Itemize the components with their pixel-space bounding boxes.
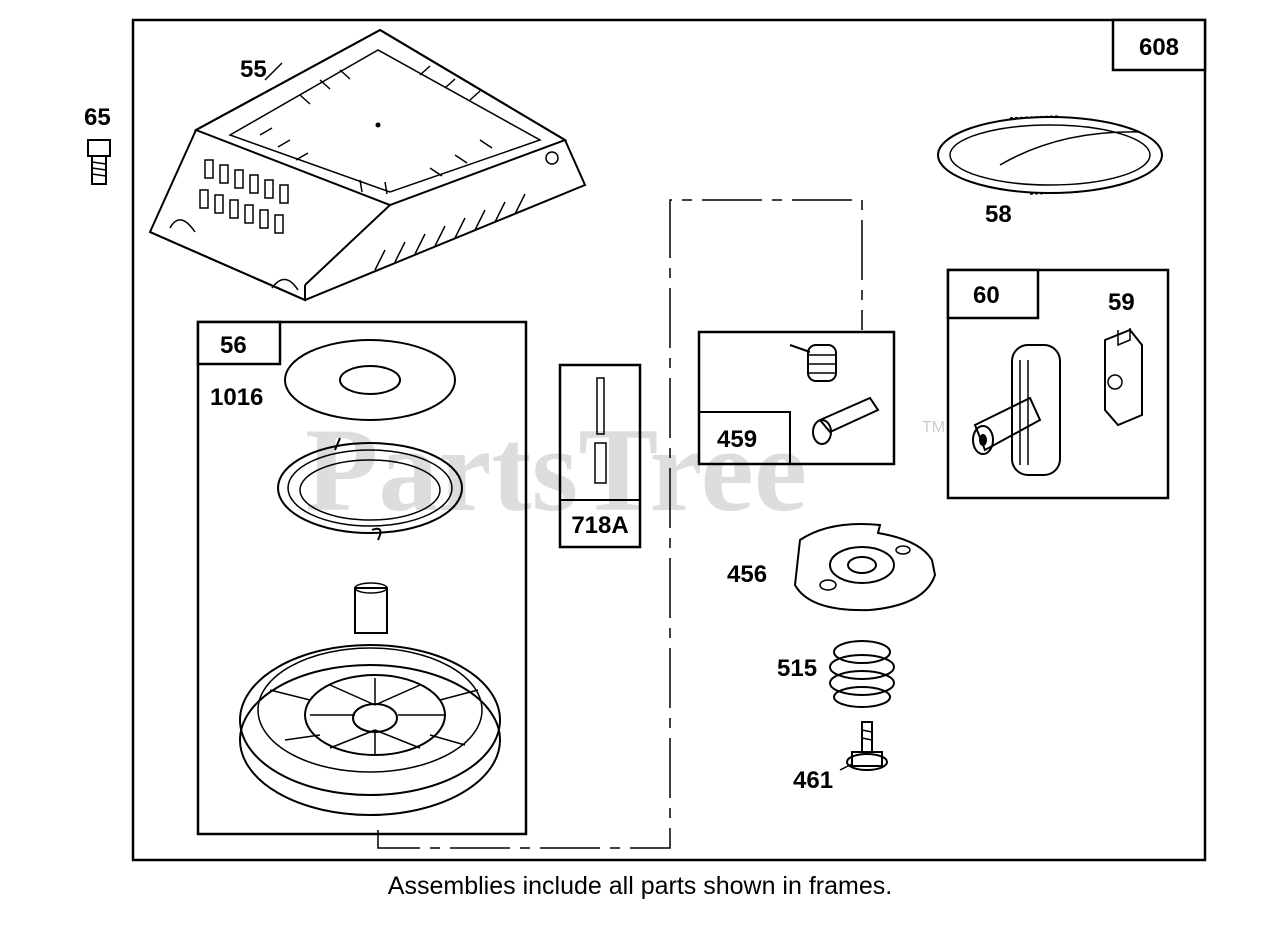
pawl-spring-459-drawing [789,344,880,445]
frame-56 [196,320,528,836]
callout-56-box: 56 [196,320,282,366]
bolt-65-drawing [87,139,111,185]
frame-60 [946,268,1170,500]
callout-60: 60 [973,282,1000,309]
callout-59: 59 [1108,289,1135,316]
callout-65: 65 [84,104,111,131]
callout-55: 55 [240,56,267,83]
connector-lines [377,199,863,849]
handle-60-drawing [972,344,1061,476]
insert-59-drawing [1104,328,1143,427]
housing-55-drawing [148,28,587,302]
callout-515: 515 [777,655,817,682]
outer-frame [131,18,1207,862]
spring-515-drawing [829,640,895,708]
callout-1016: 1016 [210,384,263,411]
callout-459: 459 [717,426,757,453]
watermark-tm: TM [922,419,945,436]
cam-456-drawing [793,523,937,612]
pins-718a-drawing [594,377,607,484]
callout-608-box: 608 [1111,18,1207,72]
rope-58-drawing [937,115,1163,195]
callout-60-box: 60 [946,268,1040,320]
callout-456: 456 [727,561,767,588]
frame-459 [697,330,896,466]
callout-718a: 718A [571,512,628,539]
diagram-caption: Assemblies include all parts shown in fr… [387,872,893,900]
callout-608: 608 [1139,34,1179,61]
callout-58: 58 [985,201,1012,228]
callout-461: 461 [793,767,833,794]
pulley-assembly-drawing [239,339,501,816]
watermark: PartsTree [305,403,807,536]
screw-461-drawing [846,721,888,771]
frame-718a [558,363,642,549]
callout-56: 56 [220,332,247,359]
